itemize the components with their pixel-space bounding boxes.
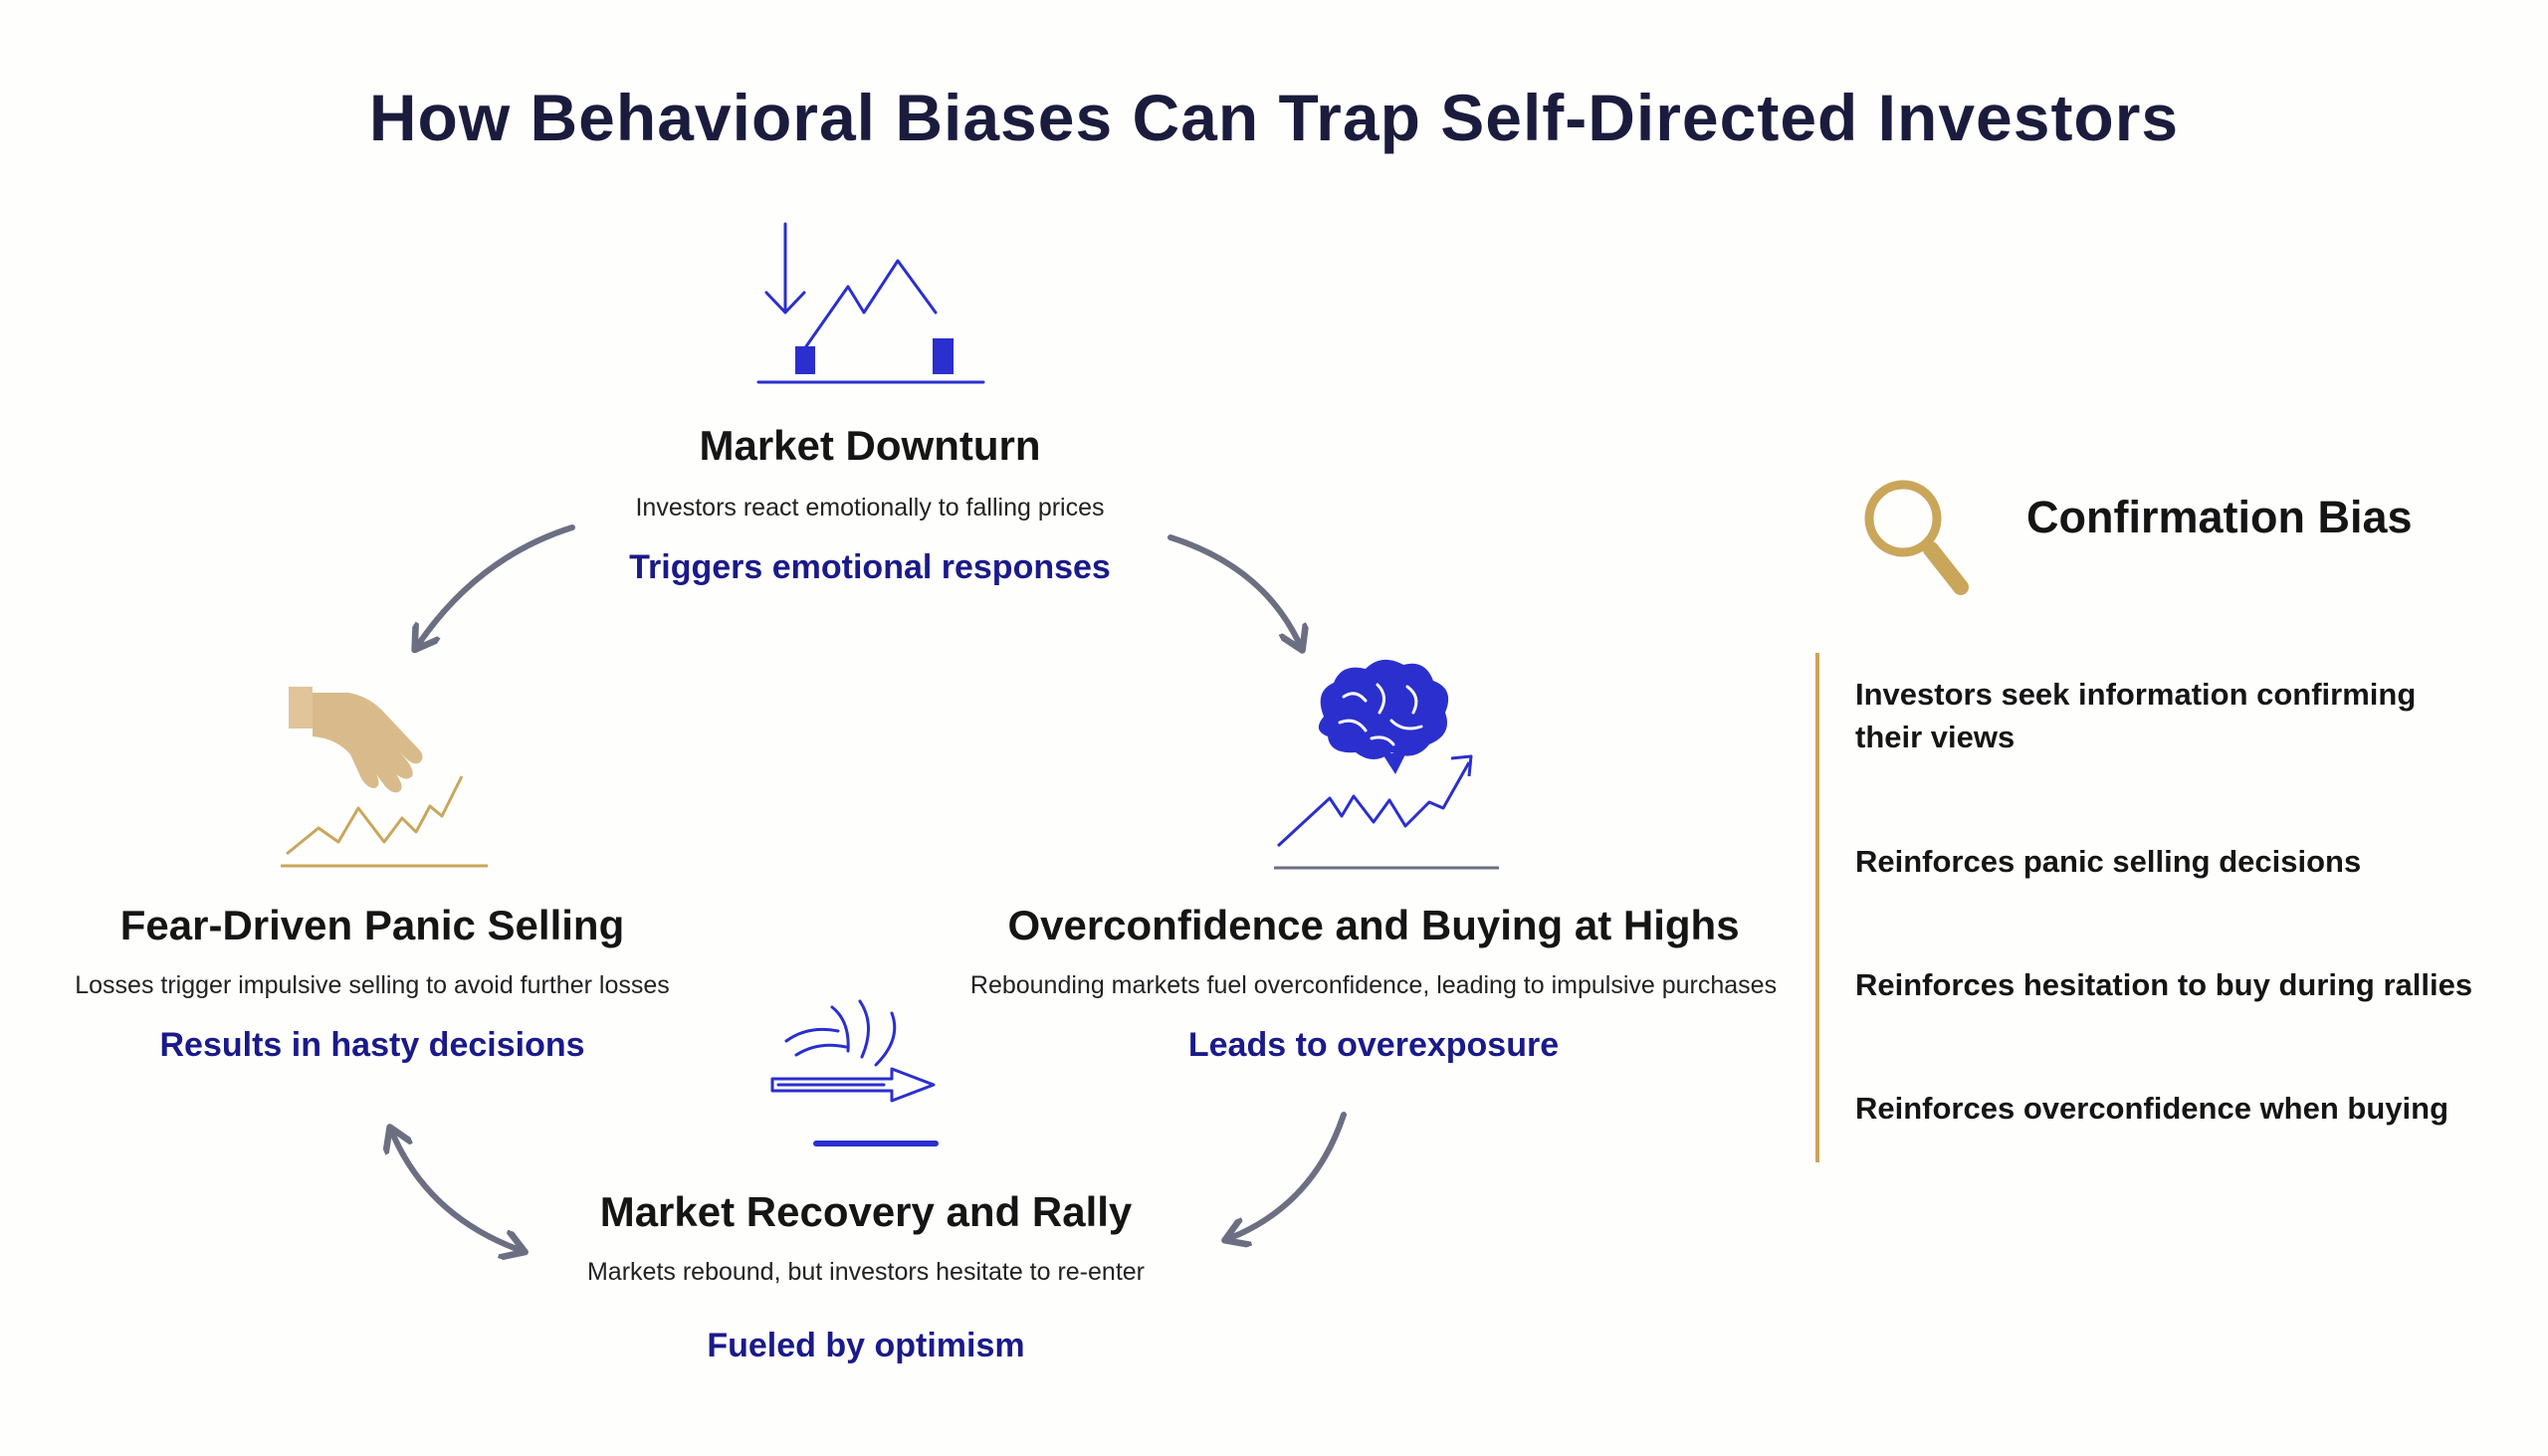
falling-market-chart-icon	[756, 222, 985, 384]
node-title: Market Downturn	[699, 422, 1041, 469]
arrow-downturn-to-panic	[418, 524, 575, 645]
confirmation-bias-item: Reinforces hesitation to buy during rall…	[1855, 967, 2473, 1002]
node-description: Investors react emotionally to falling p…	[635, 494, 1105, 521]
rebound-arrow-icon	[770, 999, 939, 1146]
confirmation-bias-item: Investors seek information confirming th…	[1855, 677, 2417, 754]
node-market-recovery: Market Recovery and Rally Markets reboun…	[557, 1188, 1174, 1365]
node-effect: Fueled by optimism	[707, 1327, 1025, 1364]
arrow-downturn-to-overconfidence	[1168, 534, 1300, 645]
arrow-panic-recovery-bidirectional	[392, 1133, 520, 1250]
magnifying-glass-icon	[1864, 480, 1969, 595]
confirmation-bias-item: Reinforces panic selling decisions	[1855, 844, 2362, 879]
node-title: Market Recovery and Rally	[599, 1188, 1133, 1235]
node-effect: Leads to overexposure	[1187, 1026, 1560, 1064]
page-title: How Behavioral Biases Can Trap Self-Dire…	[368, 81, 2180, 154]
node-description: Markets rebound, but investors hesitate …	[586, 1258, 1145, 1286]
arrow-overconfidence-to-recovery	[1230, 1112, 1347, 1238]
node-effect: Results in hasty decisions	[159, 1026, 585, 1064]
node-title: Fear-Driven Panic Selling	[119, 902, 625, 948]
node-description: Rebounding markets fuel overconfidence, …	[969, 971, 1778, 999]
cycle-arrows	[392, 524, 1347, 1250]
hand-over-chart-icon	[281, 687, 488, 868]
node-market-downturn: Market Downturn Investors react emotiona…	[571, 422, 1168, 587]
confirmation-bias-title: Confirmation Bias	[2026, 492, 2413, 542]
node-effect: Triggers emotional responses	[629, 548, 1111, 586]
confirmation-bias-item: Reinforces overconfidence when buying	[1855, 1091, 2449, 1126]
brain-rising-chart-icon	[1274, 659, 1499, 870]
node-panic-selling: Fear-Driven Panic Selling Losses trigger…	[44, 902, 701, 1065]
node-overconfidence: Overconfidence and Buying at Highs Rebou…	[956, 902, 1792, 1065]
confirmation-bias-divider	[1815, 653, 1819, 1162]
node-title: Overconfidence and Buying at Highs	[1007, 902, 1740, 948]
node-description: Losses trigger impulsive selling to avoi…	[75, 971, 670, 999]
